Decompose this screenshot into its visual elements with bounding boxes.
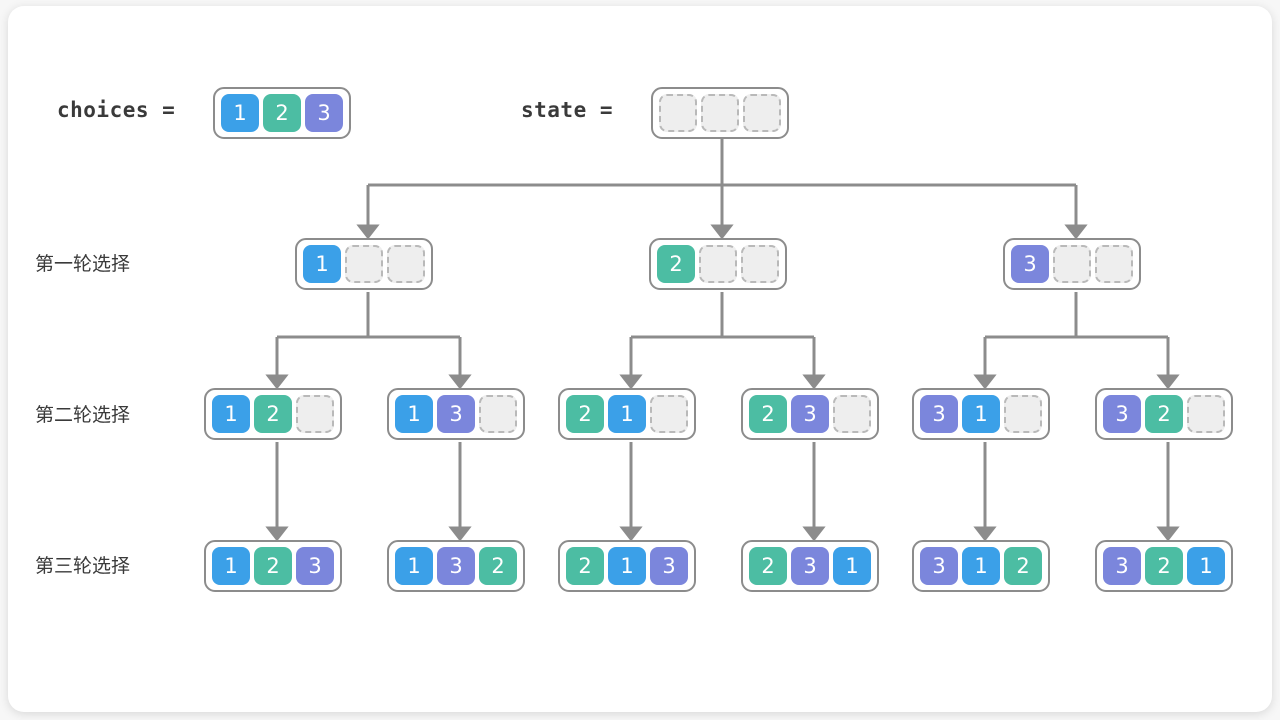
state-cell-1-empty bbox=[659, 94, 697, 132]
round2-node-6-cell-2-value-2: 2 bbox=[1145, 395, 1183, 433]
round3-node-4-cell-1-value-2: 2 bbox=[749, 547, 787, 585]
round2-node-2-cell-2-value-3: 3 bbox=[437, 395, 475, 433]
round1-node-2-cell-3-empty bbox=[741, 245, 779, 283]
row-label-round-3: 第三轮选择 bbox=[35, 555, 131, 577]
choices-cell-2-value-2: 2 bbox=[263, 94, 301, 132]
round3-node-3-cell-3-value-3: 3 bbox=[650, 547, 688, 585]
round2-node-4-cell-1-value-2: 2 bbox=[749, 395, 787, 433]
round2-node-3-cell-3-empty bbox=[650, 395, 688, 433]
round3-node-6-cell-2-value-2: 2 bbox=[1145, 547, 1183, 585]
round3-node-5-cell-1-value-3: 3 bbox=[920, 547, 958, 585]
round3-node-5-cell-2-value-1: 1 bbox=[962, 547, 1000, 585]
round2-node-3-cell-2-value-1: 1 bbox=[608, 395, 646, 433]
round2-node-2-cell-3-empty bbox=[479, 395, 517, 433]
round2-node-2-cell-1-value-1: 1 bbox=[395, 395, 433, 433]
round2-node-6-cell-1-value-3: 3 bbox=[1103, 395, 1141, 433]
round1-node-1: 1 bbox=[295, 238, 433, 290]
round3-node-4-cell-3-value-1: 1 bbox=[833, 547, 871, 585]
round3-node-3-cell-1-value-2: 2 bbox=[566, 547, 604, 585]
round1-node-3-cell-2-empty bbox=[1053, 245, 1091, 283]
round1-node-1-cell-3-empty bbox=[387, 245, 425, 283]
round3-node-1-cell-1-value-1: 1 bbox=[212, 547, 250, 585]
round1-node-2-cell-2-empty bbox=[699, 245, 737, 283]
round2-node-6-cell-3-empty bbox=[1187, 395, 1225, 433]
round1-node-1-cell-1-value-1: 1 bbox=[303, 245, 341, 283]
row-label-round-1: 第一轮选择 bbox=[35, 253, 131, 275]
round1-node-1-cell-2-empty bbox=[345, 245, 383, 283]
choices-cell-3-value-3: 3 bbox=[305, 94, 343, 132]
round3-node-6-cell-1-value-3: 3 bbox=[1103, 547, 1141, 585]
round2-node-4-cell-3-empty bbox=[833, 395, 871, 433]
round2-node-4-cell-2-value-3: 3 bbox=[791, 395, 829, 433]
round1-node-2-cell-1-value-2: 2 bbox=[657, 245, 695, 283]
round2-node-3-cell-1-value-2: 2 bbox=[566, 395, 604, 433]
round3-node-2-cell-3-value-2: 2 bbox=[479, 547, 517, 585]
round3-node-3-cell-2-value-1: 1 bbox=[608, 547, 646, 585]
round3-node-1-cell-2-value-2: 2 bbox=[254, 547, 292, 585]
round3-node-6-cell-3-value-1: 1 bbox=[1187, 547, 1225, 585]
state-cell-3-empty bbox=[743, 94, 781, 132]
round3-node-4-cell-2-value-3: 3 bbox=[791, 547, 829, 585]
round2-node-5-cell-1-value-3: 3 bbox=[920, 395, 958, 433]
round1-node-3: 3 bbox=[1003, 238, 1141, 290]
round2-node-1-cell-3-empty bbox=[296, 395, 334, 433]
row-label-round-2: 第二轮选择 bbox=[35, 404, 131, 426]
diagram-card bbox=[8, 6, 1272, 712]
choices-cell-1-value-1: 1 bbox=[221, 94, 259, 132]
round1-node-2: 2 bbox=[649, 238, 787, 290]
round3-node-1-cell-3-value-3: 3 bbox=[296, 547, 334, 585]
round3-node-2-cell-1-value-1: 1 bbox=[395, 547, 433, 585]
round2-node-5-cell-3-empty bbox=[1004, 395, 1042, 433]
state-label: state = bbox=[521, 98, 614, 122]
round2-node-1-cell-2-value-2: 2 bbox=[254, 395, 292, 433]
round2-node-1-cell-1-value-1: 1 bbox=[212, 395, 250, 433]
round1-node-3-cell-1-value-3: 3 bbox=[1011, 245, 1049, 283]
state-cell-2-empty bbox=[701, 94, 739, 132]
round3-node-2-cell-2-value-3: 3 bbox=[437, 547, 475, 585]
round1-node-3-cell-3-empty bbox=[1095, 245, 1133, 283]
round3-node-5-cell-3-value-2: 2 bbox=[1004, 547, 1042, 585]
choices-label: choices = bbox=[57, 98, 176, 122]
round2-node-5-cell-2-value-1: 1 bbox=[962, 395, 1000, 433]
state-array bbox=[651, 87, 789, 139]
